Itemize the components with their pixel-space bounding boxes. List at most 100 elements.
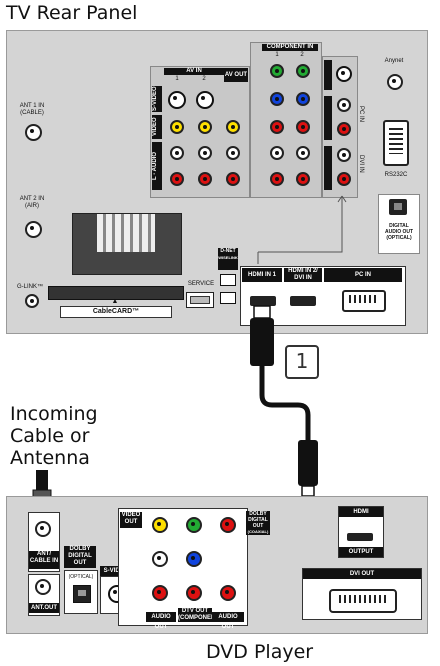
dvd-player-title: DVD Player — [206, 641, 314, 663]
digital-audio-out-label: DIGITAL AUDIO OUT (OPTICAL) — [384, 223, 414, 241]
component-pr-1[interactable] — [270, 120, 284, 134]
heatsink-fins — [97, 214, 155, 252]
audio-r-in-2[interactable] — [198, 172, 212, 186]
svideo-in-2[interactable] — [196, 91, 214, 109]
ant-cable-in-connector[interactable] — [35, 521, 51, 537]
heatsink-block — [72, 213, 182, 275]
glink-label: G-LINK™ — [16, 284, 43, 290]
incoming-label: Incoming Cable or Antenna — [10, 403, 98, 469]
hdmi-in-2-label: HDMI IN 2/ DVI IN — [284, 268, 322, 282]
ant-out-block: ANT.OUT — [28, 574, 60, 616]
dtv-out-label: DTV OUT (COMPONENT) — [178, 608, 221, 622]
hdmi-plug-tv-tip — [253, 305, 271, 319]
dvi-out-block: DVI OUT — [302, 568, 422, 620]
anynet-connector[interactable] — [387, 74, 403, 90]
optical-label: (OPTICAL) — [68, 574, 94, 580]
dvd-audio-r-jack[interactable] — [152, 585, 168, 601]
component-pb-1[interactable] — [270, 92, 284, 106]
hdmi-plug-dvd-tip — [301, 485, 315, 497]
component-y-1[interactable] — [270, 64, 284, 78]
av-in-label: AV IN — [164, 68, 224, 75]
component-in-label: COMPONENT IN — [262, 44, 318, 51]
audio-l-out[interactable] — [226, 146, 240, 160]
dvd-hdmi-block: HDMI OUTPUT — [338, 506, 384, 558]
hdmi-plug-dvd-body — [298, 440, 318, 486]
cablecard-slot[interactable] — [48, 286, 184, 300]
usb-port-2[interactable] — [220, 292, 236, 304]
hdmi-cable — [259, 366, 311, 440]
service-port[interactable] — [186, 292, 214, 308]
audio-l-in-1[interactable] — [170, 146, 184, 160]
component-y-2[interactable] — [296, 64, 310, 78]
service-label: SERVICE — [187, 281, 215, 287]
pc-audio-jack[interactable] — [336, 66, 352, 82]
dvd-video-out-jack[interactable] — [152, 517, 168, 533]
antenna-plug-top — [36, 470, 48, 490]
dvd-hdmi-port[interactable] — [347, 533, 373, 541]
dvd-component-pr-jack[interactable] — [186, 585, 202, 601]
usb-port-1[interactable] — [220, 274, 236, 286]
pc-audio-l-jack[interactable] — [337, 148, 351, 162]
dvd-output-label: OUTPUT — [339, 547, 383, 557]
ant2-label: ANT 2 IN (AIR) — [19, 196, 45, 209]
video-out-label: VIDEO OUT — [120, 512, 142, 528]
rs232c-port[interactable] — [383, 120, 409, 166]
hdmi-in-2-port[interactable] — [290, 296, 316, 306]
audio-out-label: AUDIO OUT — [146, 612, 176, 630]
dvd-hdmi-label: HDMI — [339, 507, 383, 517]
dvd-coaxial-jack[interactable] — [220, 517, 236, 533]
dolby-optical-block: (OPTICAL) — [64, 570, 98, 614]
audio-out-label-2: AUDIO OUT — [212, 612, 244, 630]
dvi-audio-l-jack[interactable] — [337, 98, 351, 112]
dvd-component-y-jack[interactable] — [186, 517, 202, 533]
dvd-audio-r2-jack[interactable] — [220, 585, 236, 601]
ant-out-connector[interactable] — [35, 579, 51, 595]
pc-in-label: PC IN — [324, 268, 402, 282]
dvd-optical-port[interactable] — [73, 585, 91, 603]
digital-audio-out-block: DIGITAL AUDIO OUT (OPTICAL) — [378, 194, 420, 254]
hdmi-in-1-port[interactable] — [250, 296, 276, 306]
ant-cable-in-label: ANT/ CABLE IN — [29, 551, 59, 569]
component-audio-l-1[interactable] — [270, 146, 284, 160]
optical-port[interactable] — [389, 199, 407, 215]
svideo-in-1[interactable] — [168, 91, 186, 109]
dvi-in-side-label: DVI IN — [358, 155, 364, 173]
pc-audio-r-jack[interactable] — [337, 172, 351, 186]
wiselink-label: D-NET WISELINK — [218, 248, 238, 270]
audio-r-in-1[interactable] — [170, 172, 184, 186]
hdmi-in-1-label: HDMI IN 1 — [242, 268, 282, 282]
pc-in-port[interactable] — [342, 290, 386, 312]
dvi-out-port[interactable] — [329, 589, 397, 613]
component-in-block — [250, 42, 322, 198]
av-out-label: AV OUT — [224, 68, 248, 82]
video-in-2[interactable] — [198, 120, 212, 134]
step-number-badge: 1 — [285, 345, 319, 379]
dvi-audio-r-jack[interactable] — [337, 122, 351, 136]
ant1-connector[interactable] — [25, 124, 42, 141]
cablecard-label: CableCARD™ — [92, 308, 140, 315]
dolby-optical-label: DOLBY DIGITAL OUT — [64, 546, 96, 568]
component-pr-2[interactable] — [296, 120, 310, 134]
audio-l-in-2[interactable] — [198, 146, 212, 160]
pc-in-side-label: PC IN — [358, 105, 364, 122]
anynet-label: Anynet — [384, 58, 404, 64]
component-audio-r-1[interactable] — [270, 172, 284, 186]
rs232c-label: RS232C — [384, 172, 408, 178]
dvd-component-pb-jack[interactable] — [186, 551, 202, 567]
component-audio-l-2[interactable] — [296, 146, 310, 160]
video-out[interactable] — [226, 120, 240, 134]
dvd-audio-l-jack[interactable] — [152, 551, 168, 567]
audio-r-out[interactable] — [226, 172, 240, 186]
component-audio-r-2[interactable] — [296, 172, 310, 186]
dolby-coaxial-label: DOLBY DIGITAL OUT (COAXIAL) — [246, 511, 270, 535]
ant2-connector[interactable] — [25, 221, 42, 238]
dvi-out-label: DVI OUT — [303, 569, 421, 579]
component-pb-2[interactable] — [296, 92, 310, 106]
video-in-1[interactable] — [170, 120, 184, 134]
glink-connector[interactable] — [25, 294, 39, 308]
ant-out-label: ANT.OUT — [29, 603, 59, 613]
diagram-title: TV Rear Panel — [6, 2, 138, 24]
bracket-line — [257, 195, 347, 264]
ant-cable-in-block: ANT/ CABLE IN — [28, 512, 60, 572]
